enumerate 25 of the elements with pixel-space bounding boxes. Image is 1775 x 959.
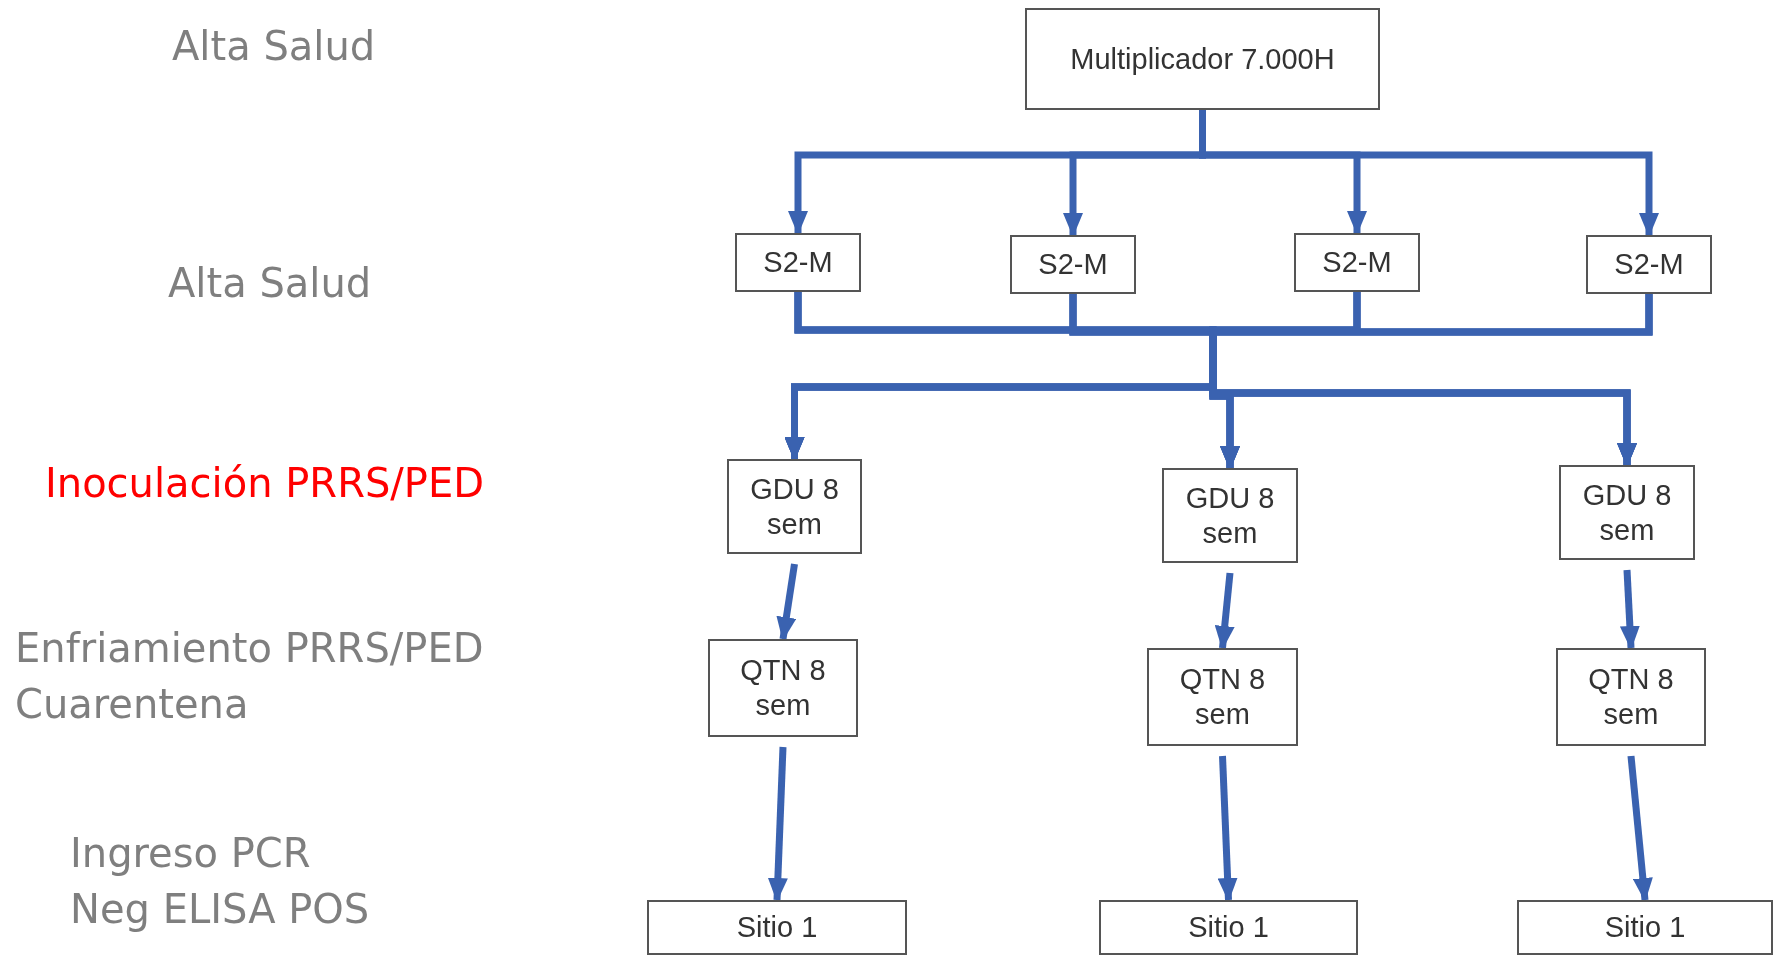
process-box: GDU 8 sem <box>1162 468 1298 563</box>
process-box: S2-M <box>1294 233 1420 292</box>
process-box: S2-M <box>1010 235 1136 294</box>
process-box: QTN 8 sem <box>708 639 858 737</box>
row-label: Alta Salud <box>168 259 373 308</box>
process-box: Multiplicador 7.000H <box>1025 8 1380 110</box>
arrow <box>1619 569 1640 650</box>
row-label: Inoculación PRRS/PED <box>45 459 485 508</box>
process-box: S2-M <box>735 233 861 292</box>
arrow <box>1627 755 1653 902</box>
row-label: Alta Salud <box>172 22 377 71</box>
process-box: QTN 8 sem <box>1147 648 1298 746</box>
process-box: Sitio 1 <box>647 900 907 955</box>
arrow <box>1214 572 1235 650</box>
process-box: QTN 8 sem <box>1556 648 1706 746</box>
process-box: GDU 8 sem <box>1559 465 1695 560</box>
process-box: S2-M <box>1586 235 1712 294</box>
arrow <box>1217 755 1238 902</box>
arrow <box>767 746 788 902</box>
arrow <box>776 563 798 641</box>
row-label: Enfriamiento PRRS/PED Cuarentena <box>15 624 485 729</box>
row-label: Ingreso PCR Neg ELISA POS <box>70 829 371 934</box>
process-box: GDU 8 sem <box>727 459 862 554</box>
process-box: Sitio 1 <box>1099 900 1358 955</box>
process-box: Sitio 1 <box>1517 900 1773 955</box>
